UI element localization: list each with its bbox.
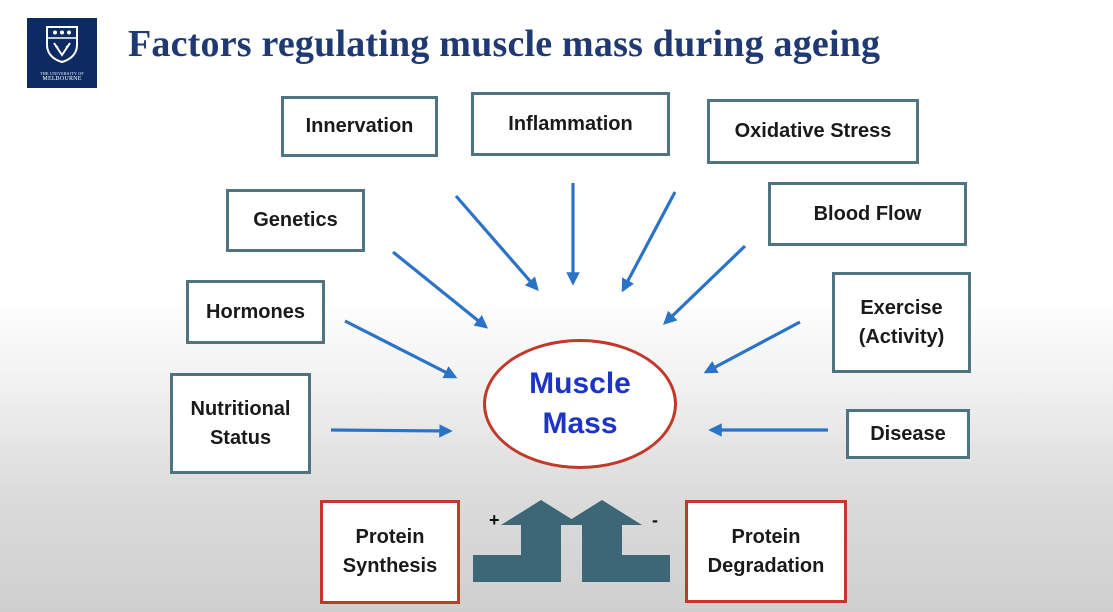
factor-protein-synthesis: Protein Synthesis bbox=[320, 500, 460, 604]
muscle-mass-ellipse: Muscle Mass bbox=[483, 339, 677, 469]
factor-innervation: Innervation bbox=[281, 96, 438, 157]
factor-inflammation-label: Inflammation bbox=[508, 112, 633, 135]
university-logo: THE UNIVERSITY OF MELBOURNE bbox=[27, 18, 97, 88]
arrow-oxidative-stress bbox=[621, 191, 677, 293]
logo-university-of: THE UNIVERSITY OF bbox=[40, 71, 84, 76]
factor-protein-synthesis-line2: Synthesis bbox=[342, 555, 438, 577]
factor-nutritional-status-line2: Status bbox=[209, 426, 272, 449]
center-line2: Mass bbox=[542, 407, 618, 440]
plus-sign: + bbox=[489, 510, 500, 530]
arrow-exercise bbox=[703, 320, 801, 374]
factor-exercise: Exercise (Activity) bbox=[832, 272, 971, 373]
factor-hormones: Hormones bbox=[186, 280, 325, 344]
factor-exercise-line1: Exercise bbox=[860, 296, 943, 319]
factor-protein-degradation: Protein Degradation bbox=[685, 500, 847, 603]
factor-oxidative-stress: Oxidative Stress bbox=[707, 99, 919, 164]
arrow-nutritional-status bbox=[330, 424, 453, 438]
factor-blood-flow: Blood Flow bbox=[768, 182, 967, 246]
factor-genetics: Genetics bbox=[226, 189, 365, 252]
factor-disease: Disease bbox=[846, 409, 970, 459]
factor-protein-degradation-line2: Degradation bbox=[707, 554, 825, 577]
factor-inflammation: Inflammation bbox=[471, 92, 670, 156]
arrow-innervation bbox=[454, 194, 539, 292]
factor-innervation-label: Innervation bbox=[305, 115, 414, 137]
minus-sign: - bbox=[652, 510, 658, 530]
factor-blood-flow-label: Blood Flow bbox=[813, 202, 922, 225]
crest-icon bbox=[46, 26, 78, 63]
factor-hormones-label: Hormones bbox=[206, 300, 305, 323]
factor-protein-synthesis-line1: Protein bbox=[355, 526, 425, 548]
logo-melbourne: MELBOURNE bbox=[42, 76, 82, 82]
factor-exercise-line2: (Activity) bbox=[858, 325, 945, 348]
synthesis-up-arrow bbox=[473, 500, 581, 582]
factor-oxidative-stress-label: Oxidative Stress bbox=[734, 120, 892, 142]
factor-nutritional-status-line1: Nutritional bbox=[190, 397, 291, 420]
page-title: Factors regulating muscle mass during ag… bbox=[128, 23, 881, 65]
arrow-genetics bbox=[391, 250, 489, 329]
center-line1: Muscle bbox=[529, 367, 631, 400]
arrow-blood-flow bbox=[663, 244, 747, 325]
degradation-up-arrow bbox=[562, 500, 670, 582]
factor-protein-degradation-line1: Protein bbox=[731, 525, 801, 548]
arrow-hormones bbox=[344, 319, 458, 379]
factor-nutritional-status: Nutritional Status bbox=[170, 373, 311, 474]
factor-genetics-label: Genetics bbox=[253, 209, 338, 231]
factor-disease-label: Disease bbox=[870, 422, 946, 445]
